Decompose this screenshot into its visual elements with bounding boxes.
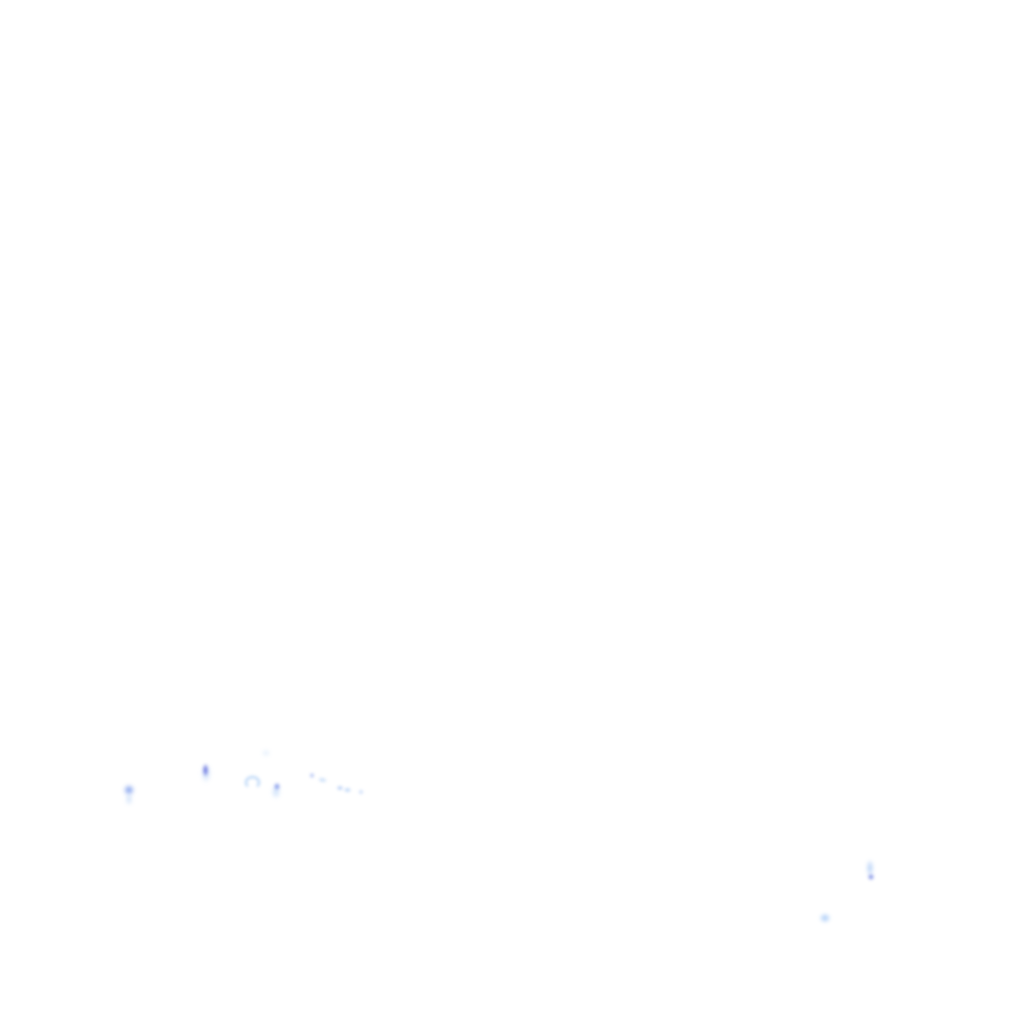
ink-speck-faint-smudge xyxy=(262,750,270,756)
ink-speck-arc xyxy=(244,775,260,789)
ink-speck-dash xyxy=(317,777,327,783)
ink-speck-comma-halo xyxy=(202,764,210,782)
ink-speck-round-blob xyxy=(820,914,830,922)
ink-speck-teardrop-head xyxy=(124,785,134,795)
ink-speck-comma-core xyxy=(202,764,208,776)
ink-speck-dot-small xyxy=(310,772,314,778)
ink-speck-dash-pair-right xyxy=(343,788,351,792)
ink-speck-dash-pair-left xyxy=(337,786,343,790)
ink-speck-blob-core xyxy=(274,782,280,790)
ink-speck-blob-tail xyxy=(272,786,280,798)
ink-speck-dot-tiny xyxy=(358,790,364,794)
ink-speck-streak-core xyxy=(868,874,874,880)
ink-speck-streak-body xyxy=(867,860,873,876)
ink-speck-teardrop-tail xyxy=(126,793,132,805)
